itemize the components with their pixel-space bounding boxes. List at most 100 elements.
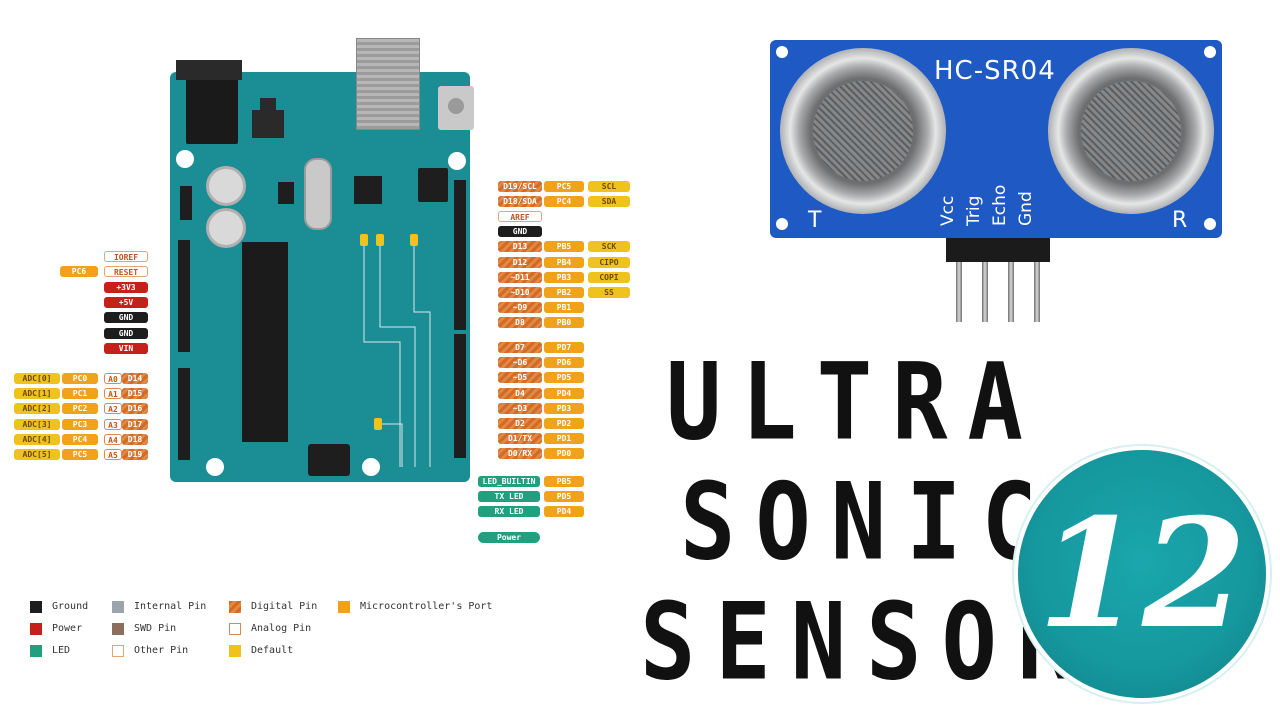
pin-label: ~D5 (498, 372, 542, 384)
sensor-model-label: HC-SR04 (934, 56, 1056, 86)
function-label: SCK (588, 241, 630, 253)
port-label: PB1 (544, 301, 584, 313)
pin-label: IOREF (104, 251, 148, 262)
title-line-sensor: SENSOR (640, 580, 1093, 704)
port-label: PD4 (544, 387, 584, 399)
function-label: COPI (588, 271, 630, 283)
pin-label: D8 (498, 316, 542, 328)
port-label: PC0 (62, 373, 98, 384)
pin-label-echo: Echo (990, 184, 1010, 226)
pin-label: D0/RX (498, 448, 542, 460)
icsp-header (418, 168, 448, 202)
pin-label: D12 (498, 256, 542, 268)
digital-label: D19 (122, 449, 148, 460)
adc-label: ADC[3] (14, 418, 60, 430)
pin-label: GND (498, 226, 542, 238)
analog-label: A2 (104, 403, 122, 415)
adc-label: ADC[1] (14, 388, 60, 400)
mount-hole (362, 458, 380, 476)
adc-label: ADC[0] (14, 373, 60, 384)
receiver-transducer (1048, 48, 1214, 214)
pin-label: RESET (104, 266, 148, 278)
transmitter-label: T (808, 208, 822, 233)
analog-label: A5 (104, 449, 122, 460)
legend-label: LED (52, 645, 71, 656)
port-label: PC1 (62, 388, 98, 400)
port-label: PC4 (62, 433, 98, 445)
legend-swatch (112, 623, 124, 635)
pin-label: ~D11 (498, 271, 542, 283)
legend-swatch (30, 601, 42, 613)
pin-label: ~D10 (498, 286, 542, 298)
title-line-ultra: ULTRA (666, 340, 1043, 464)
port-label: PD6 (544, 357, 584, 369)
led (376, 234, 384, 246)
digital-label: D18 (122, 433, 148, 445)
transducer-mesh (1081, 81, 1181, 181)
pin-label: D7 (498, 342, 542, 353)
sensor-mount-hole (1204, 46, 1216, 58)
legend-swatch (30, 645, 42, 657)
hc-sr04-sensor: HC-SR04 T R Vcc Trig Echo Gnd (770, 40, 1222, 238)
led-label: RX LED (478, 506, 540, 518)
episode-number: 12 (1037, 486, 1247, 662)
pin-label-gnd: Gnd (1016, 191, 1036, 226)
led-traces (363, 246, 431, 467)
pin-label: GND (104, 312, 148, 324)
capacitor (206, 208, 246, 248)
legend-swatch (338, 601, 350, 613)
function-label: SDA (588, 196, 630, 208)
icsp-header-bottom (308, 444, 350, 476)
port-label: PC6 (60, 266, 98, 278)
component (180, 186, 192, 220)
sensor-pin-gnd (1034, 262, 1040, 322)
port-label: PB4 (544, 256, 584, 268)
legend-swatch (112, 645, 124, 657)
analog-label: A1 (104, 388, 122, 400)
title-line-sonic: SONIC (680, 460, 1057, 584)
port-label: PD3 (544, 402, 584, 414)
episode-badge: 12 (1018, 450, 1266, 698)
pin-label: D19/SCL (498, 181, 542, 192)
port-label: PB2 (544, 286, 584, 298)
legend-label: SWD Pin (134, 623, 177, 634)
mount-hole (206, 458, 224, 476)
capacitor (206, 166, 246, 206)
arduino-board (170, 38, 474, 482)
sensor-mount-hole (1204, 218, 1216, 230)
sensor-pin-vcc (956, 262, 962, 322)
port-label: PC2 (62, 403, 98, 415)
pin-label: +5V (104, 296, 148, 308)
pin-label: D18/SDA (498, 196, 542, 208)
led-label: LED_BUILTIN (478, 476, 540, 487)
pin-label: ~D3 (498, 402, 542, 414)
legend-label: Default (251, 645, 294, 656)
pin-label: +3V3 (104, 281, 148, 293)
transmitter-transducer (780, 48, 946, 214)
mount-hole (448, 152, 466, 170)
pin-label: D1/TX (498, 433, 542, 445)
pin-label: ~D9 (498, 301, 542, 313)
sensor-pin-echo (1008, 262, 1014, 322)
power-header (178, 240, 190, 352)
pin-label: D13 (498, 241, 542, 253)
pin-label: ~D6 (498, 357, 542, 369)
legend-label: Other Pin (134, 645, 189, 656)
atmega-mcu (242, 242, 288, 442)
pin-label-trig: Trig (964, 195, 984, 226)
voltage-regulator-tab (260, 98, 276, 110)
adc-label: ADC[4] (14, 433, 60, 445)
digital-label: D16 (122, 403, 148, 415)
pin-label: VIN (104, 342, 148, 354)
legend-label: Microcontroller's Port (360, 601, 493, 612)
port-label: PD0 (544, 448, 584, 460)
legend-swatch (30, 623, 42, 635)
legend-swatch (229, 623, 241, 635)
port-label: PB5 (544, 476, 584, 487)
port-label: PB0 (544, 316, 584, 328)
sensor-header-block (946, 238, 1050, 262)
usb-connector (356, 38, 420, 130)
power-jack-face (176, 60, 242, 80)
led (374, 418, 382, 430)
adc-label: ADC[2] (14, 403, 60, 415)
